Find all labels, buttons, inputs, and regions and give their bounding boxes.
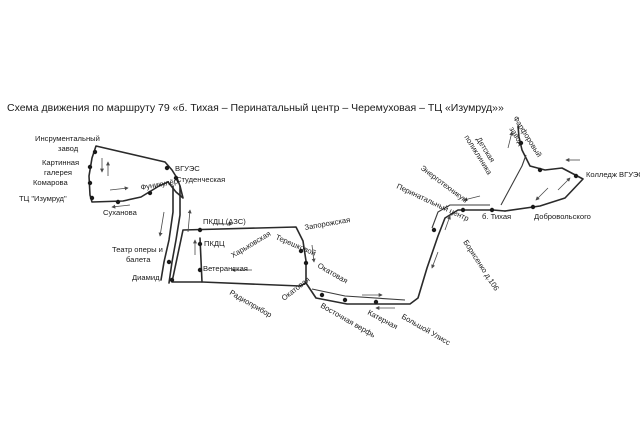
stop-label: Комарова [33, 178, 68, 187]
label-line: Инсрументальный [35, 134, 100, 143]
stop-marker [303, 260, 309, 266]
stop-marker [89, 195, 95, 201]
stop-label: Харьковская [229, 229, 272, 260]
stop-marker [87, 180, 93, 186]
stop-label: Радиоприбор [228, 288, 273, 319]
stop-marker [115, 199, 121, 205]
stop-label: Детская поликлиника [462, 129, 502, 177]
stop-marker [298, 248, 304, 254]
stop-markers [87, 140, 579, 305]
stop-label: ПКДЦ [204, 239, 225, 248]
label-line: галерея [44, 168, 72, 177]
label-line: завод [58, 144, 79, 153]
stop-label: ПКДЦ (АЗС) [203, 217, 246, 226]
stop-marker [489, 207, 495, 213]
stop-marker [169, 277, 175, 283]
stop-label: Добровольского [534, 212, 591, 221]
stop-marker [373, 299, 379, 305]
stop-label: Большой Улисс [400, 312, 452, 347]
stop-marker [537, 167, 543, 173]
stop-label: Восточная верфь [319, 301, 377, 340]
stop-label: Инсрументальный завод [35, 134, 102, 153]
stop-label: ВГУЭС [175, 164, 200, 173]
stop-marker [431, 227, 437, 233]
stop-marker [518, 140, 524, 146]
stop-marker [319, 292, 325, 298]
stop-label: Колледж ВГУЭС [586, 170, 640, 179]
label-line: Театр оперы и [112, 245, 163, 254]
stop-label: Ветеранская [203, 264, 248, 273]
stop-marker [166, 259, 172, 265]
stop-marker [460, 207, 466, 213]
stop-marker [87, 164, 93, 170]
direction-arrows [100, 131, 580, 310]
stop-label: Окатовая [316, 261, 349, 285]
stop-label: Окатовая [280, 275, 312, 303]
stop-marker [197, 267, 203, 273]
label-line: балета [126, 255, 151, 264]
stop-label: Запорожская [304, 215, 351, 232]
stop-label: Перинатальный центр [395, 182, 470, 223]
stop-label: Суханова [103, 208, 138, 217]
stop-marker [197, 241, 203, 247]
stop-label: Борисенко д.106 [461, 238, 501, 292]
stop-marker [573, 173, 579, 179]
stop-label: б. Тихая [482, 212, 511, 221]
stop-marker [530, 204, 536, 210]
stop-label: Картинная галерея [42, 158, 81, 177]
stop-marker [342, 297, 348, 303]
stop-marker [147, 190, 153, 196]
stop-marker [173, 175, 179, 181]
stop-label: ТЦ "Изумруд" [19, 194, 67, 203]
stop-label: Театр оперы и балета [112, 245, 165, 264]
map-title: Схема движения по маршруту 79 «б. Тихая … [7, 102, 504, 114]
stop-marker [92, 149, 98, 155]
stop-label: Терешковой [274, 233, 317, 258]
label-line: Картинная [42, 158, 79, 167]
stop-label: Диамид [132, 273, 160, 282]
stop-marker [164, 165, 170, 171]
stop-label: Студенческая [176, 175, 225, 184]
stop-marker [197, 227, 203, 233]
